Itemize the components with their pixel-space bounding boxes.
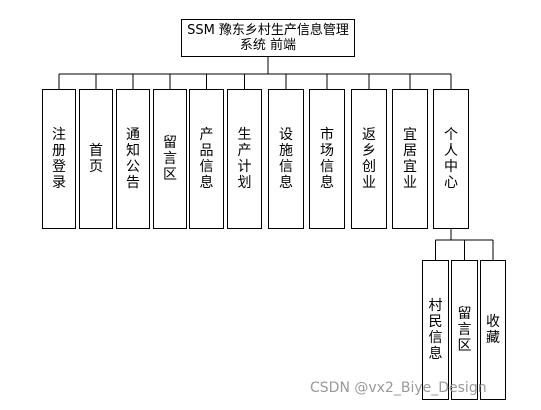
label-char: 村 [428,298,443,314]
label-char: 登 [52,159,66,175]
label-char: 息 [320,175,334,191]
module-label: 生产计划 [238,127,252,191]
label-char: 宜 [403,159,417,175]
label-char: 返 [362,127,376,143]
label-char: 产 [237,143,252,159]
label-char: 藏 [486,330,500,346]
label-char: 心 [444,175,458,191]
module-label: 留言区 [163,135,177,183]
label-char: 区 [457,338,472,354]
module-label: 设施信息 [279,127,293,191]
label-char: 言 [163,151,177,167]
module-node-personal-center: 个人中心 [433,89,469,229]
label-char: 市 [320,127,334,143]
module-label: 通知公告 [126,127,140,191]
module-node-facility-info: 设施信息 [268,89,304,229]
module-node-notice: 通知公告 [116,89,150,229]
module-label: 返乡创业 [362,127,376,191]
label-char: 息 [199,175,214,191]
watermark-text: CSDN @vx2_Biye_Design [310,380,487,396]
module-node-home: 首页 [79,89,113,229]
module-node-return-entrepreneurship: 返乡创业 [351,89,387,229]
label-char: 施 [279,143,293,159]
module-node-production-plan: 生产计划 [227,89,262,229]
module-label: 产品信息 [200,127,214,191]
label-char: 告 [126,175,140,191]
module-node-livable-business: 宜居宜业 [392,89,428,229]
submodule-label: 收藏 [486,314,500,346]
label-char: 言 [457,322,472,338]
label-char: 注 [52,127,66,143]
label-char: 宜 [403,127,417,143]
module-node-market-info: 市场信息 [309,89,345,229]
label-char: 中 [444,159,458,175]
root-title-line2: 系统 前端 [239,38,297,53]
submodule-label: 村民信息 [429,298,443,362]
label-char: 录 [52,175,66,191]
module-label: 市场信息 [320,127,334,191]
label-char: 区 [163,167,177,183]
label-char: 业 [362,175,376,191]
label-char: 品 [199,143,214,159]
label-char: 居 [403,143,417,159]
label-char: 信 [320,159,334,175]
label-char: 册 [52,143,66,159]
label-char: 首 [89,143,103,159]
module-label: 个人中心 [444,127,458,191]
label-char: 信 [279,159,293,175]
label-char: 创 [362,159,376,175]
label-char: 乡 [362,143,376,159]
label-char: 通 [126,127,140,143]
label-char: 设 [279,127,293,143]
label-char: 收 [486,314,500,330]
label-char: 民 [428,314,443,330]
label-char: 留 [163,135,177,151]
submodule-node-message-board: 留言区 [451,260,478,400]
label-char: 知 [126,143,140,159]
module-node-register-login: 注册登录 [42,89,76,229]
label-char: 场 [320,143,334,159]
module-label: 首页 [89,143,103,175]
label-char: 页 [89,159,103,175]
label-char: 生 [237,127,252,143]
module-node-message-board: 留言区 [153,89,187,229]
label-char: 公 [126,159,140,175]
root-title-line1: SSM 豫东乡村生产信息管理 [187,23,349,38]
label-char: 人 [444,143,458,159]
label-char: 个 [444,127,458,143]
root-node-box: SSM 豫东乡村生产信息管理 系统 前端 [181,19,355,57]
label-char: 产 [199,127,214,143]
label-char: 业 [403,175,417,191]
submodule-node-favorites: 收藏 [480,260,506,400]
module-label: 宜居宜业 [403,127,417,191]
submodule-label: 留言区 [458,306,472,354]
label-char: 信 [199,159,214,175]
module-label: 注册登录 [52,127,66,191]
label-char: 划 [237,175,252,191]
label-char: 留 [457,306,472,322]
label-char: 计 [237,159,252,175]
label-char: 息 [279,175,293,191]
label-char: 息 [428,346,443,362]
module-node-product-info: 产品信息 [189,89,224,229]
label-char: 信 [428,330,443,346]
submodule-node-villager-info: 村民信息 [422,260,449,400]
